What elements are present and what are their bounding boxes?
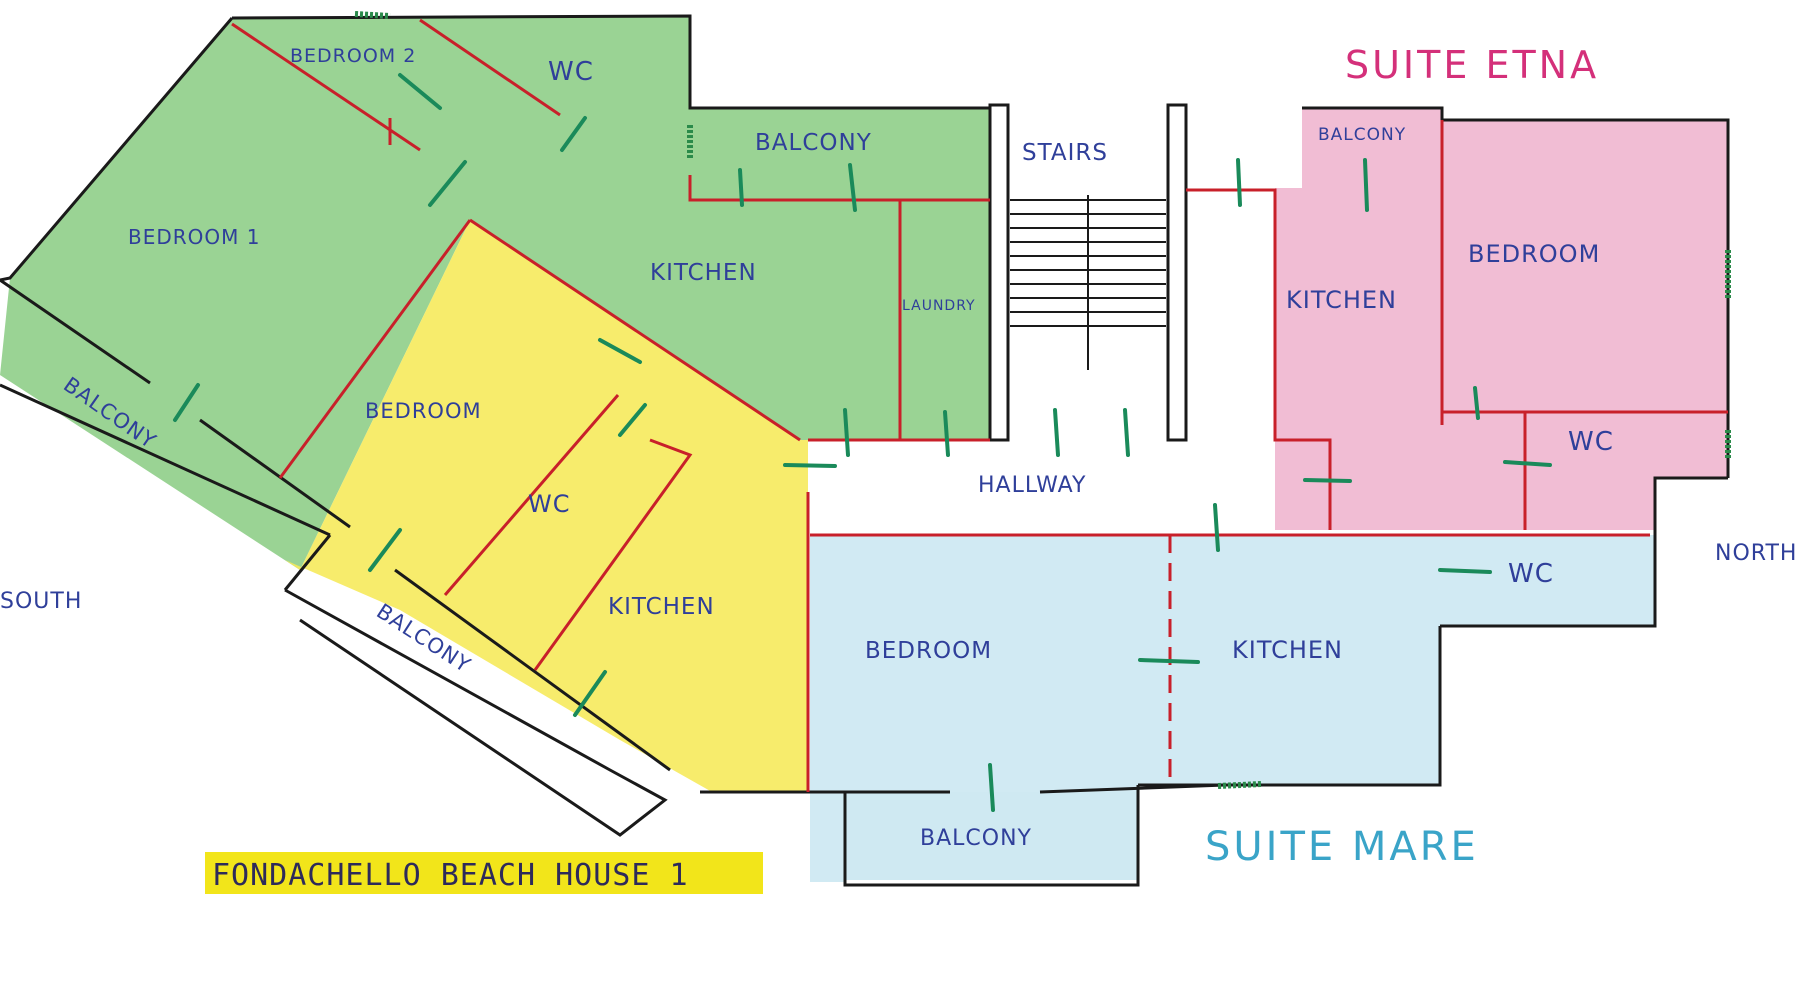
etna-balcony-label: BALCONY <box>1318 125 1406 145</box>
pink-unit-area <box>1275 108 1728 530</box>
room-fills <box>0 16 1728 882</box>
etna-bedroom-label: BEDROOM <box>1468 240 1600 268</box>
green-kitchen-label: KITCHEN <box>650 260 757 286</box>
partitions <box>231 18 1728 792</box>
doors <box>173 73 1552 812</box>
north-label: NORTH <box>1715 541 1797 566</box>
etna-wc-label: WC <box>1568 427 1614 457</box>
labels: SUITE ETNA SUITE MARE BEDROOM 2 WC BALCO… <box>0 43 1797 894</box>
yellow-kitchen-label: KITCHEN <box>608 594 715 620</box>
blue-balcony-area <box>845 792 1138 880</box>
stairs-label: STAIRS <box>1022 140 1108 166</box>
mare-kitchen-label: KITCHEN <box>1232 636 1343 664</box>
stairs-treads <box>1010 195 1166 370</box>
yellow-bedroom-label: BEDROOM <box>365 399 482 423</box>
title-highlight <box>205 852 763 894</box>
green-bedroom2-label: BEDROOM 2 <box>290 45 416 67</box>
yellow-unit-area <box>285 220 808 792</box>
page-title: FONDACHELLO BEACH HOUSE 1 <box>212 858 689 893</box>
mare-bedroom-label: BEDROOM <box>865 638 992 664</box>
mare-balcony-label: BALCONY <box>920 826 1032 851</box>
mare-wc-label: WC <box>1508 559 1554 589</box>
windows <box>354 11 1731 789</box>
hallway-label: HALLWAY <box>978 473 1086 498</box>
green-unit-area <box>0 16 990 570</box>
suite-mare-label: SUITE MARE <box>1205 824 1479 870</box>
south-label: SOUTH <box>0 589 82 614</box>
laundry-label: LAUNDRY <box>902 298 976 314</box>
green-wc-label: WC <box>548 57 594 87</box>
blue-unit-area <box>810 535 1655 882</box>
green-balcony-label: BALCONY <box>755 130 872 156</box>
yellow-wc-label: WC <box>528 490 571 518</box>
walls <box>0 14 1730 887</box>
etna-kitchen-label: KITCHEN <box>1286 286 1397 314</box>
green-bedroom1-label: BEDROOM 1 <box>128 225 260 249</box>
suite-etna-label: SUITE ETNA <box>1345 43 1599 87</box>
